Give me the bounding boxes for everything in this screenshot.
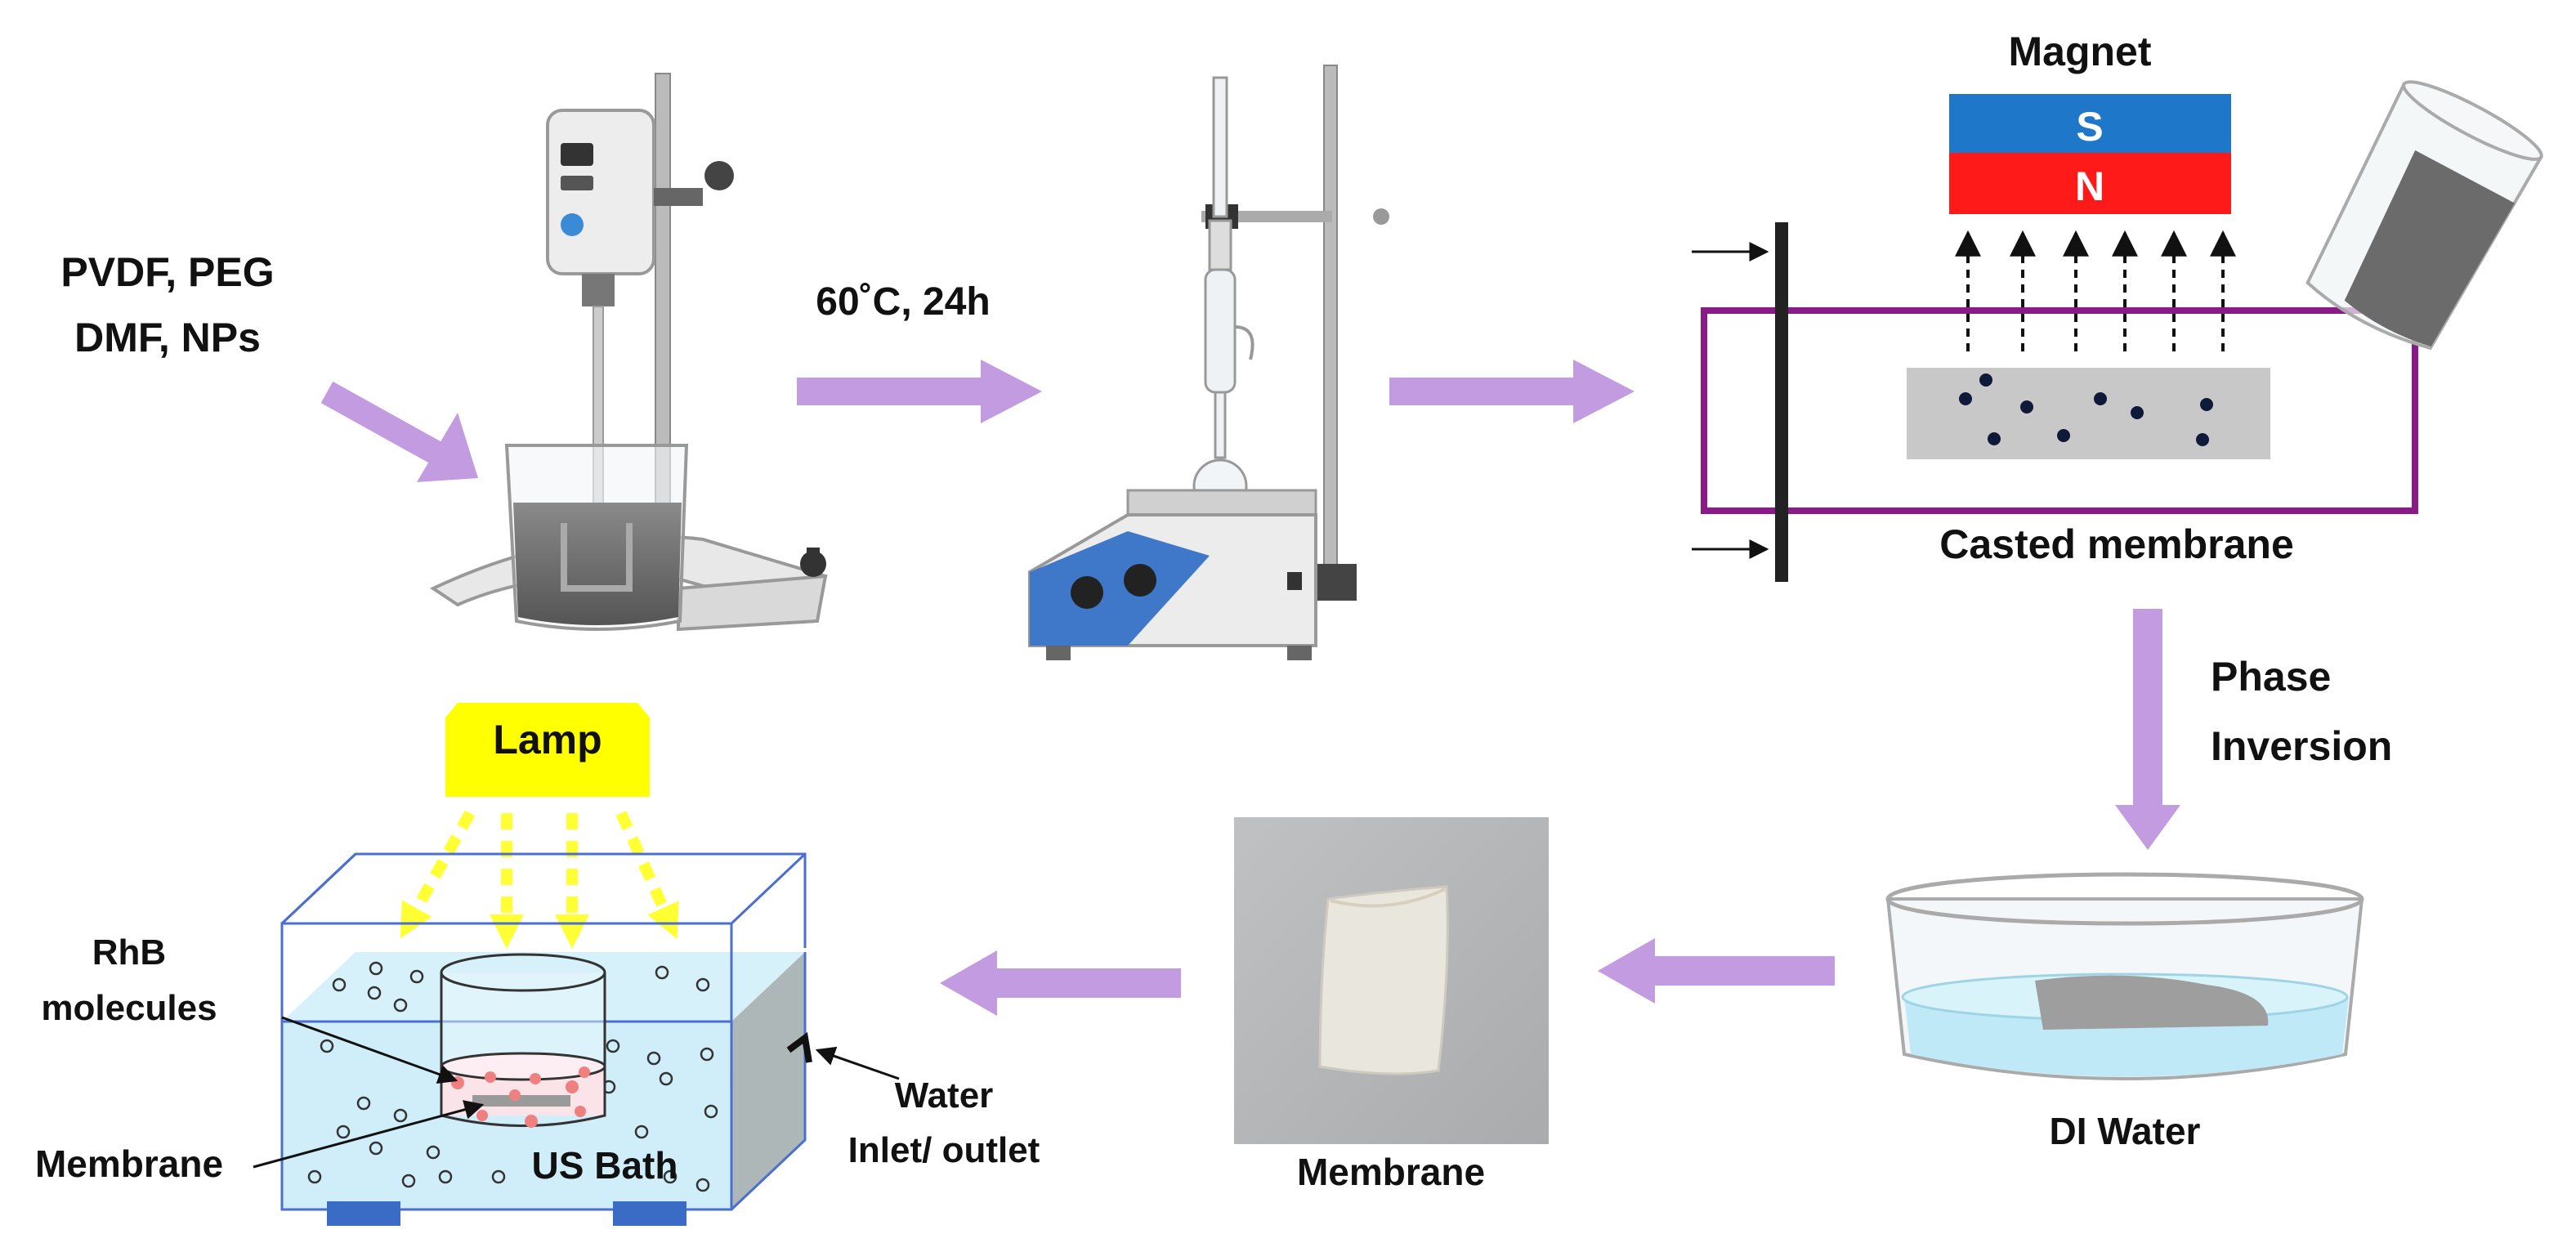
phase-inversion-label-1: Phase	[2211, 654, 2331, 700]
bath-bubbles	[307, 961, 718, 1192]
arrow-cast-to-water	[2115, 609, 2180, 850]
water-pointer	[815, 1046, 900, 1080]
petri-dish-icon	[1885, 872, 2364, 1080]
magnet-n-pole	[1949, 153, 2231, 214]
membrane-photo-label: Membrane	[1297, 1151, 1485, 1193]
rhb-label-2: molecules	[41, 988, 217, 1028]
arrow-reagents-to-stirrer	[320, 381, 478, 482]
casted-membrane-label: Casted membrane	[1939, 521, 2294, 567]
water-label-1: Water	[895, 1075, 994, 1116]
inner-beaker	[440, 953, 606, 1128]
reagents-label-1: PVDF, PEG	[60, 249, 274, 295]
membrane-inside-label: Membrane	[35, 1142, 223, 1185]
condition-label: 60˚C, 24h	[816, 280, 990, 324]
magnet-title: Magnet	[2009, 29, 2152, 74]
rhb-pointer	[281, 1016, 458, 1084]
magnet-n-label: N	[2075, 163, 2104, 209]
membrane-pointer	[253, 1100, 485, 1169]
us-bath-label: US Bath	[532, 1144, 678, 1187]
casting-frame	[1701, 307, 2418, 514]
lamp: Lamp	[445, 703, 650, 797]
membrane-sheet	[1907, 368, 2270, 459]
arrow-hotplate-to-cast	[1389, 360, 1635, 423]
magnet: S N	[1949, 94, 2231, 214]
membrane-photo	[1234, 817, 1549, 1144]
rhb-label-1: RhB	[92, 932, 166, 972]
casting-blade	[1775, 222, 1788, 582]
magnetic-field-arrows	[1955, 230, 2236, 351]
magnet-s-pole	[1949, 94, 2231, 153]
overhead-stirrer-icon	[429, 73, 828, 632]
casting-mold	[1692, 222, 2418, 582]
phase-inversion-label-2: Inversion	[2211, 723, 2392, 769]
us-bath	[280, 852, 812, 1226]
arrow-membrane-to-bath	[940, 950, 1181, 1016]
magnet-s-label: S	[2076, 104, 2103, 150]
tilted-beaker-icon	[2305, 80, 2544, 351]
lamp-label: Lamp	[493, 717, 602, 762]
light-rays	[400, 810, 679, 949]
water-label-2: Inlet/ outlet	[848, 1130, 1040, 1170]
di-water-label: DI Water	[2050, 1110, 2201, 1152]
arrow-stirrer-to-hotplate	[797, 360, 1042, 423]
hotplate-reflux-setup-icon	[1028, 65, 1389, 660]
flow-arrows	[320, 360, 2180, 1016]
inner-membrane	[472, 1095, 570, 1107]
reagents-label-2: DMF, NPs	[74, 315, 261, 360]
arrow-water-to-membrane	[1598, 938, 1835, 1004]
nanoparticles	[1959, 373, 2213, 446]
